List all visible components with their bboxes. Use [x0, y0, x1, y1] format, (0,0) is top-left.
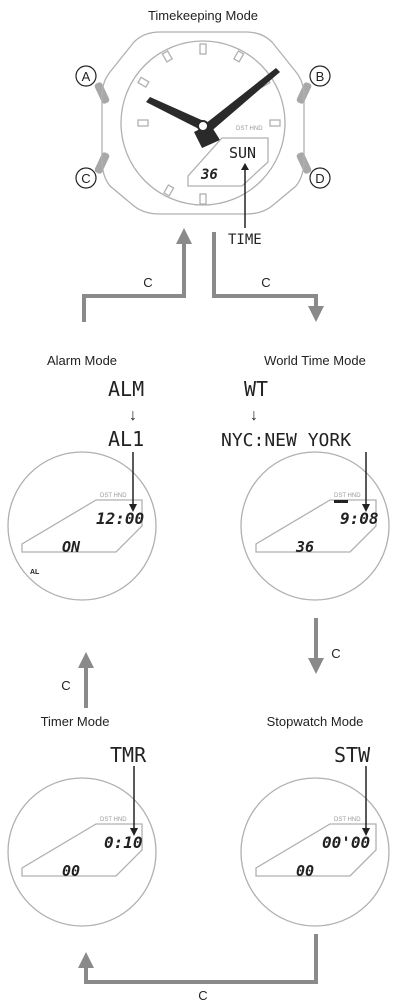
bezel	[101, 31, 305, 215]
stopwatch-watch: DST HND 00'00 00	[240, 766, 390, 927]
alarm-lcd-window	[21, 499, 143, 553]
alarm-dial	[7, 451, 157, 601]
flow-label-mid-left: C	[61, 678, 70, 693]
button-a-badge	[75, 65, 97, 87]
flow-label-top-right: C	[261, 275, 270, 290]
alarm-al-tag: AL	[30, 569, 40, 576]
timer-code: TMR	[110, 743, 147, 767]
timer-pointer-head	[130, 828, 138, 836]
alarm-watch: DST HND 12:00 ON AL	[7, 451, 157, 601]
button-b-badge	[309, 65, 331, 87]
stopwatch-time-display: 00'00	[322, 833, 370, 852]
time-pointer-head	[241, 163, 249, 170]
button-c-badge	[75, 167, 97, 189]
timekeeping-title: Timekeeping Mode	[148, 8, 258, 23]
timer-time-display: 0:10	[104, 833, 143, 852]
alarm-time-display: 12:00	[96, 509, 144, 528]
timer-title: Timer Mode	[41, 714, 110, 729]
lcd-window	[187, 137, 269, 187]
button-labels: A B C D	[75, 65, 331, 189]
flow-alarm-to-timekeeping	[82, 228, 192, 322]
alarm-code: ALM	[108, 377, 144, 401]
seconds-display: 36	[200, 167, 218, 183]
worldtime-title: World Time Mode	[264, 353, 366, 368]
button-b-label: B	[316, 69, 325, 84]
stopwatch-seconds-display: 00	[296, 862, 314, 880]
worldtime-dial	[240, 451, 390, 601]
flow-label-mid-right: C	[331, 646, 340, 661]
dst-hnd-indicator: DST HND	[236, 126, 263, 132]
worldtime-city: NYC:NEW YORK	[221, 430, 351, 451]
worldtime-time-display: 9:08	[340, 509, 379, 528]
flow-label-bottom: C	[198, 988, 207, 1003]
button-d-badge	[309, 167, 331, 189]
worldtime-dst-bar	[334, 500, 348, 503]
stopwatch-pointer-head	[362, 828, 370, 836]
hand-pivot	[197, 120, 209, 132]
worldtime-dst-hnd: DST HND	[334, 493, 361, 499]
alarm-status-display: ON	[62, 538, 81, 556]
button-a-label: A	[82, 69, 91, 84]
alarm-down-arrow-icon: ↓	[129, 407, 137, 424]
flow-timer-to-alarm	[78, 652, 94, 708]
worldtime-down-arrow-icon: ↓	[250, 407, 258, 424]
hour-hand	[146, 97, 206, 130]
minute-hand	[200, 68, 280, 134]
timer-lcd-window	[21, 823, 143, 877]
stopwatch-dial	[240, 777, 390, 927]
timer-seconds-display: 00	[62, 862, 80, 880]
alarm-number: AL1	[108, 427, 144, 451]
alarm-dst-hnd: DST HND	[100, 493, 127, 499]
worldtime-seconds-display: 36	[295, 538, 314, 556]
stopwatch-dst-hnd: DST HND	[334, 817, 361, 823]
button-c-label: C	[81, 171, 90, 186]
button-d-label: D	[315, 171, 324, 186]
alarm-title: Alarm Mode	[47, 353, 117, 368]
stopwatch-lcd-window	[255, 823, 377, 877]
day-display: SUN	[229, 144, 256, 162]
time-label: TIME	[228, 232, 262, 248]
alarm-pointer-head	[129, 504, 137, 512]
worldtime-code: WT	[244, 377, 268, 401]
dial	[120, 40, 286, 206]
timer-dst-hnd: DST HND	[100, 817, 127, 823]
timekeeping-watch: DST HND SUN 36 TIME	[94, 31, 312, 248]
worldtime-watch: DST HND 9:08 36	[240, 451, 390, 601]
flow-timekeeping-to-worldtime	[212, 232, 324, 322]
flow-worldtime-to-stopwatch	[308, 618, 324, 674]
stopwatch-title: Stopwatch Mode	[267, 714, 364, 729]
flow-stopwatch-to-timer	[78, 934, 318, 984]
stopwatch-code: STW	[334, 743, 371, 767]
flow-label-top-left: C	[143, 275, 152, 290]
worldtime-pointer-head	[362, 504, 370, 512]
timer-watch: DST HND 0:10 00	[7, 766, 157, 927]
timer-dial	[7, 777, 157, 927]
worldtime-lcd-window	[255, 499, 377, 553]
